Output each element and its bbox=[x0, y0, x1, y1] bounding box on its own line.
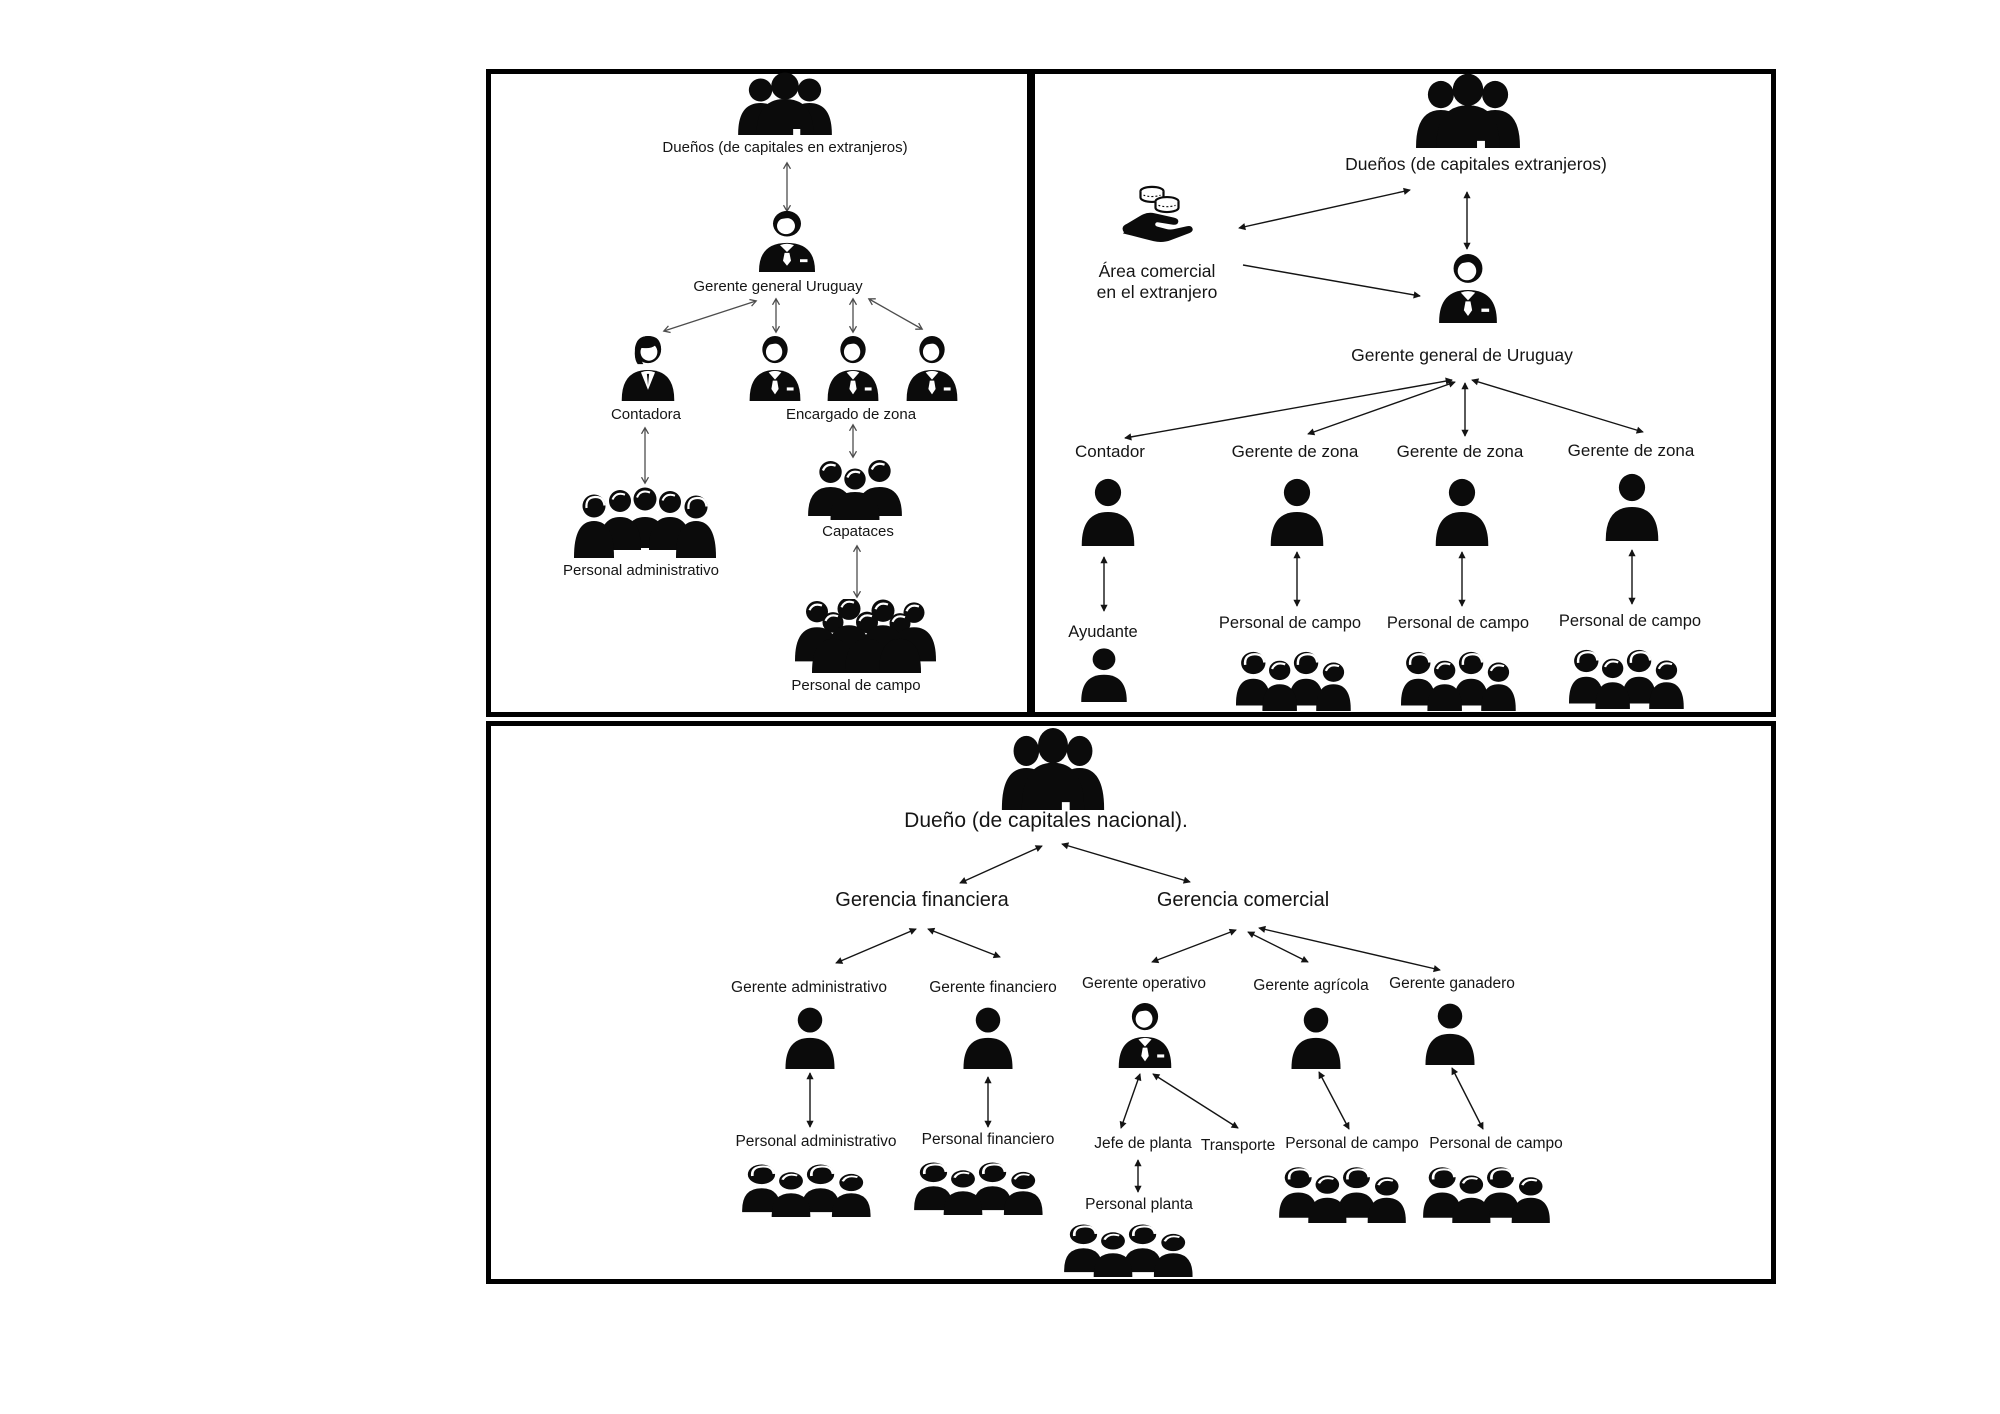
admin-staff-label: Personal administrativo bbox=[735, 1133, 897, 1150]
field-staff-label: Personal de campo bbox=[1558, 612, 1702, 630]
field-staff-label: Personal de campo bbox=[791, 677, 921, 694]
people-group-icon bbox=[1416, 73, 1520, 148]
accountant-label: Contadora bbox=[610, 406, 682, 423]
zone-manager-label: Gerente de zona bbox=[1231, 442, 1359, 461]
field-staff-label: Personal de campo bbox=[1285, 1135, 1419, 1152]
operations-manager-label: Gerente operativo bbox=[1081, 975, 1207, 992]
transport-label: Transporte bbox=[1200, 1137, 1276, 1154]
field-staff-label: Personal de campo bbox=[1429, 1135, 1563, 1152]
person-icon bbox=[1605, 473, 1659, 541]
zone-manager-label: Gerente de zona bbox=[1396, 442, 1524, 461]
staff-group-icon bbox=[574, 486, 716, 558]
admin-manager-label: Gerente administrativo bbox=[731, 979, 887, 996]
staff-group-icon bbox=[913, 1161, 1044, 1215]
businessman-icon bbox=[759, 210, 815, 272]
plant-staff-label: Personal planta bbox=[1085, 1196, 1193, 1213]
staff-group-icon bbox=[1235, 650, 1352, 711]
agriculture-manager-label: Gerente agrícola bbox=[1253, 977, 1369, 994]
commercial-area-line2: en el extranjero bbox=[1096, 281, 1218, 302]
commercial-division-label: Gerencia comercial bbox=[1156, 889, 1330, 911]
person-icon bbox=[785, 1007, 835, 1069]
panel-national-capital bbox=[486, 721, 1776, 1284]
people-group-icon bbox=[738, 72, 832, 135]
staff-group-icon bbox=[1400, 650, 1517, 711]
staff-group-icon bbox=[1422, 1165, 1552, 1223]
finance-staff-label: Personal financiero bbox=[921, 1131, 1055, 1148]
foremen-group-icon bbox=[806, 458, 904, 520]
person-icon bbox=[1270, 478, 1324, 546]
person-icon bbox=[963, 1007, 1013, 1069]
finance-division-label: Gerencia financiera bbox=[835, 889, 1009, 911]
crowd-icon bbox=[793, 599, 938, 673]
staff-group-icon bbox=[1278, 1165, 1408, 1223]
finance-manager-label: Gerente financiero bbox=[929, 979, 1057, 996]
commercial-area-line1: Área comercial bbox=[1098, 261, 1216, 281]
person-icon bbox=[1425, 1003, 1475, 1065]
person-icon bbox=[1081, 478, 1135, 546]
plant-chief-label: Jefe de planta bbox=[1094, 1135, 1192, 1152]
owners-label: Dueños (de capitales en extranjeros) bbox=[662, 139, 908, 156]
livestock-manager-label: Gerente ganadero bbox=[1389, 975, 1515, 992]
staff-group-icon bbox=[1568, 648, 1685, 709]
general-manager-label: Gerente general de Uruguay bbox=[1351, 345, 1573, 365]
field-staff-label: Personal de campo bbox=[1218, 614, 1362, 632]
accountant-label: Contador bbox=[1075, 442, 1145, 461]
people-group-icon bbox=[1001, 727, 1105, 810]
admin-staff-label: Personal administrativo bbox=[563, 562, 719, 579]
commercial-area-label: Área comercial en el extranjero bbox=[1097, 261, 1218, 302]
person-icon bbox=[1291, 1007, 1341, 1069]
hand-holding-coins-icon bbox=[1121, 185, 1194, 244]
businessman-icon bbox=[749, 335, 801, 401]
owners-label: Dueños (de capitales extranjeros) bbox=[1345, 154, 1607, 174]
general-manager-label: Gerente general Uruguay bbox=[693, 278, 863, 295]
person-icon bbox=[1081, 648, 1127, 702]
businessman-icon bbox=[1439, 254, 1497, 323]
businessman-icon bbox=[1118, 1002, 1172, 1068]
businessman-icon bbox=[827, 335, 879, 401]
foremen-label: Capataces bbox=[822, 523, 894, 540]
staff-group-icon bbox=[1063, 1223, 1194, 1277]
person-icon bbox=[1435, 478, 1489, 546]
businesswoman-icon bbox=[621, 335, 675, 401]
zone-manager-label: Gerente de zona bbox=[1567, 441, 1695, 460]
zone-head-label: Encargado de zona bbox=[785, 406, 917, 423]
businessman-icon bbox=[906, 335, 958, 401]
owner-label: Dueño (de capitales nacional). bbox=[904, 809, 1188, 832]
field-staff-label: Personal de campo bbox=[1386, 614, 1530, 632]
assistant-label: Ayudante bbox=[1068, 623, 1138, 641]
staff-group-icon bbox=[741, 1163, 872, 1217]
